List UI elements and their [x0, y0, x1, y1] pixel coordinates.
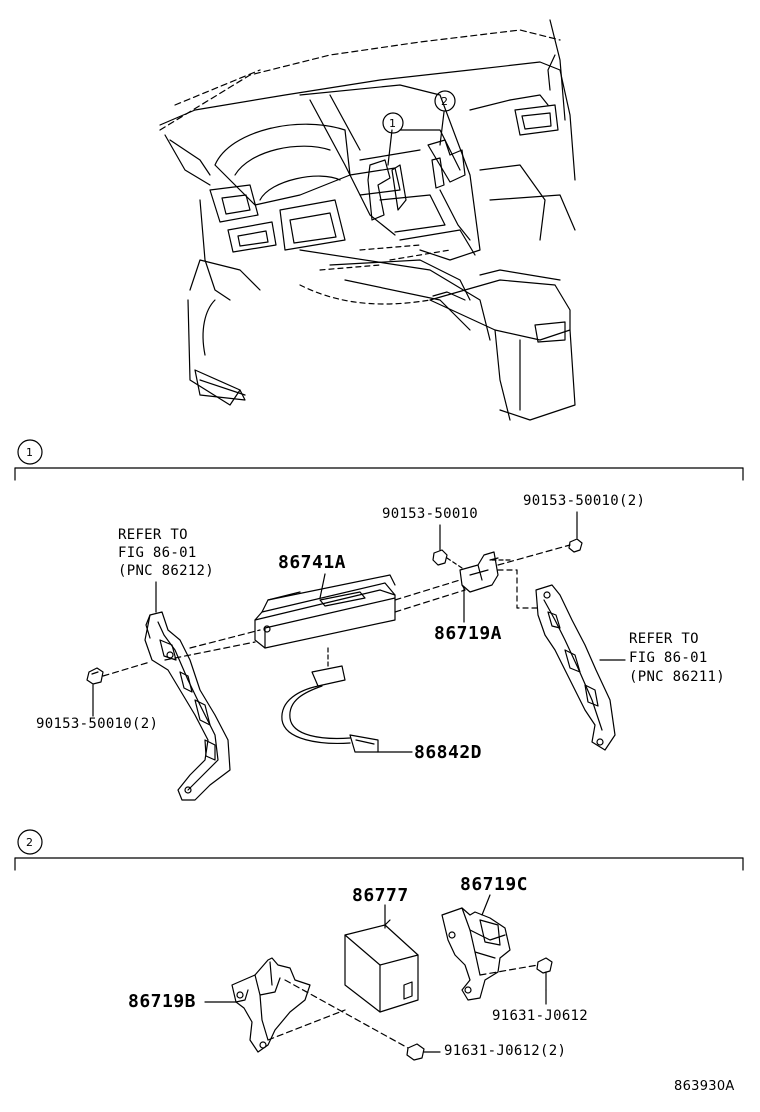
section-1-leaders	[92, 511, 626, 717]
part-86777-label: 86777	[352, 885, 409, 906]
refer-right-line-1: REFER TO	[629, 631, 699, 647]
part-86842D-label: 86842D	[414, 742, 483, 763]
dashboard-overview-drawing	[159, 19, 576, 421]
section-2-number: 2	[26, 836, 34, 849]
screw-left-drawing	[86, 667, 104, 685]
refer-right-line-3: (PNC 86211)	[629, 669, 726, 685]
section-1-frame	[14, 439, 744, 481]
section-1-number: 1	[26, 446, 34, 459]
refer-left-line-1: REFER TO	[118, 527, 188, 543]
overview-callout-1-label: 1	[389, 117, 397, 130]
refer-left-line-3: (PNC 86212)	[118, 563, 215, 579]
bolt-bottom-drawing	[406, 1043, 441, 1061]
screw-top-right-drawing	[568, 538, 583, 553]
part-86719A-label: 86719A	[434, 623, 503, 644]
section-2-leaders	[204, 894, 547, 1049]
part-86719B-label: 86719B	[128, 991, 197, 1012]
display-unit-86741A-drawing	[254, 574, 396, 649]
bolt-right-label: 91631-J0612	[492, 1008, 589, 1024]
part-86719C-label: 86719C	[460, 874, 529, 895]
bracket-86719B-drawing	[231, 957, 311, 1053]
screw-top-right-label: 90153-50010(2)	[523, 493, 646, 509]
refer-right-line-2: FIG 86-01	[629, 650, 708, 666]
figure-id: 863930A	[674, 1079, 735, 1094]
bolt-bottom-label: 91631-J0612(2)	[444, 1043, 567, 1059]
screw-mid-label: 90153-50010	[382, 506, 479, 522]
module-86777-drawing	[344, 919, 419, 1013]
refer-left-line-2: FIG 86-01	[118, 545, 197, 561]
screw-mid-drawing	[432, 549, 448, 566]
cable-86842D-drawing	[281, 647, 413, 753]
left-bracket-drawing	[144, 611, 231, 801]
bolt-right-drawing	[536, 957, 553, 991]
screw-left-label: 90153-50010(2)	[36, 716, 159, 732]
overview-callout-2-label: 2	[441, 95, 449, 108]
bracket-86719A-drawing	[459, 551, 499, 593]
part-86741A-label: 86741A	[278, 552, 347, 573]
overview-callout-2	[434, 90, 456, 112]
right-bracket-drawing	[535, 584, 616, 751]
overview-callout-1	[382, 112, 404, 134]
bracket-86719C-drawing	[441, 907, 511, 1001]
section-2-frame	[14, 829, 744, 871]
